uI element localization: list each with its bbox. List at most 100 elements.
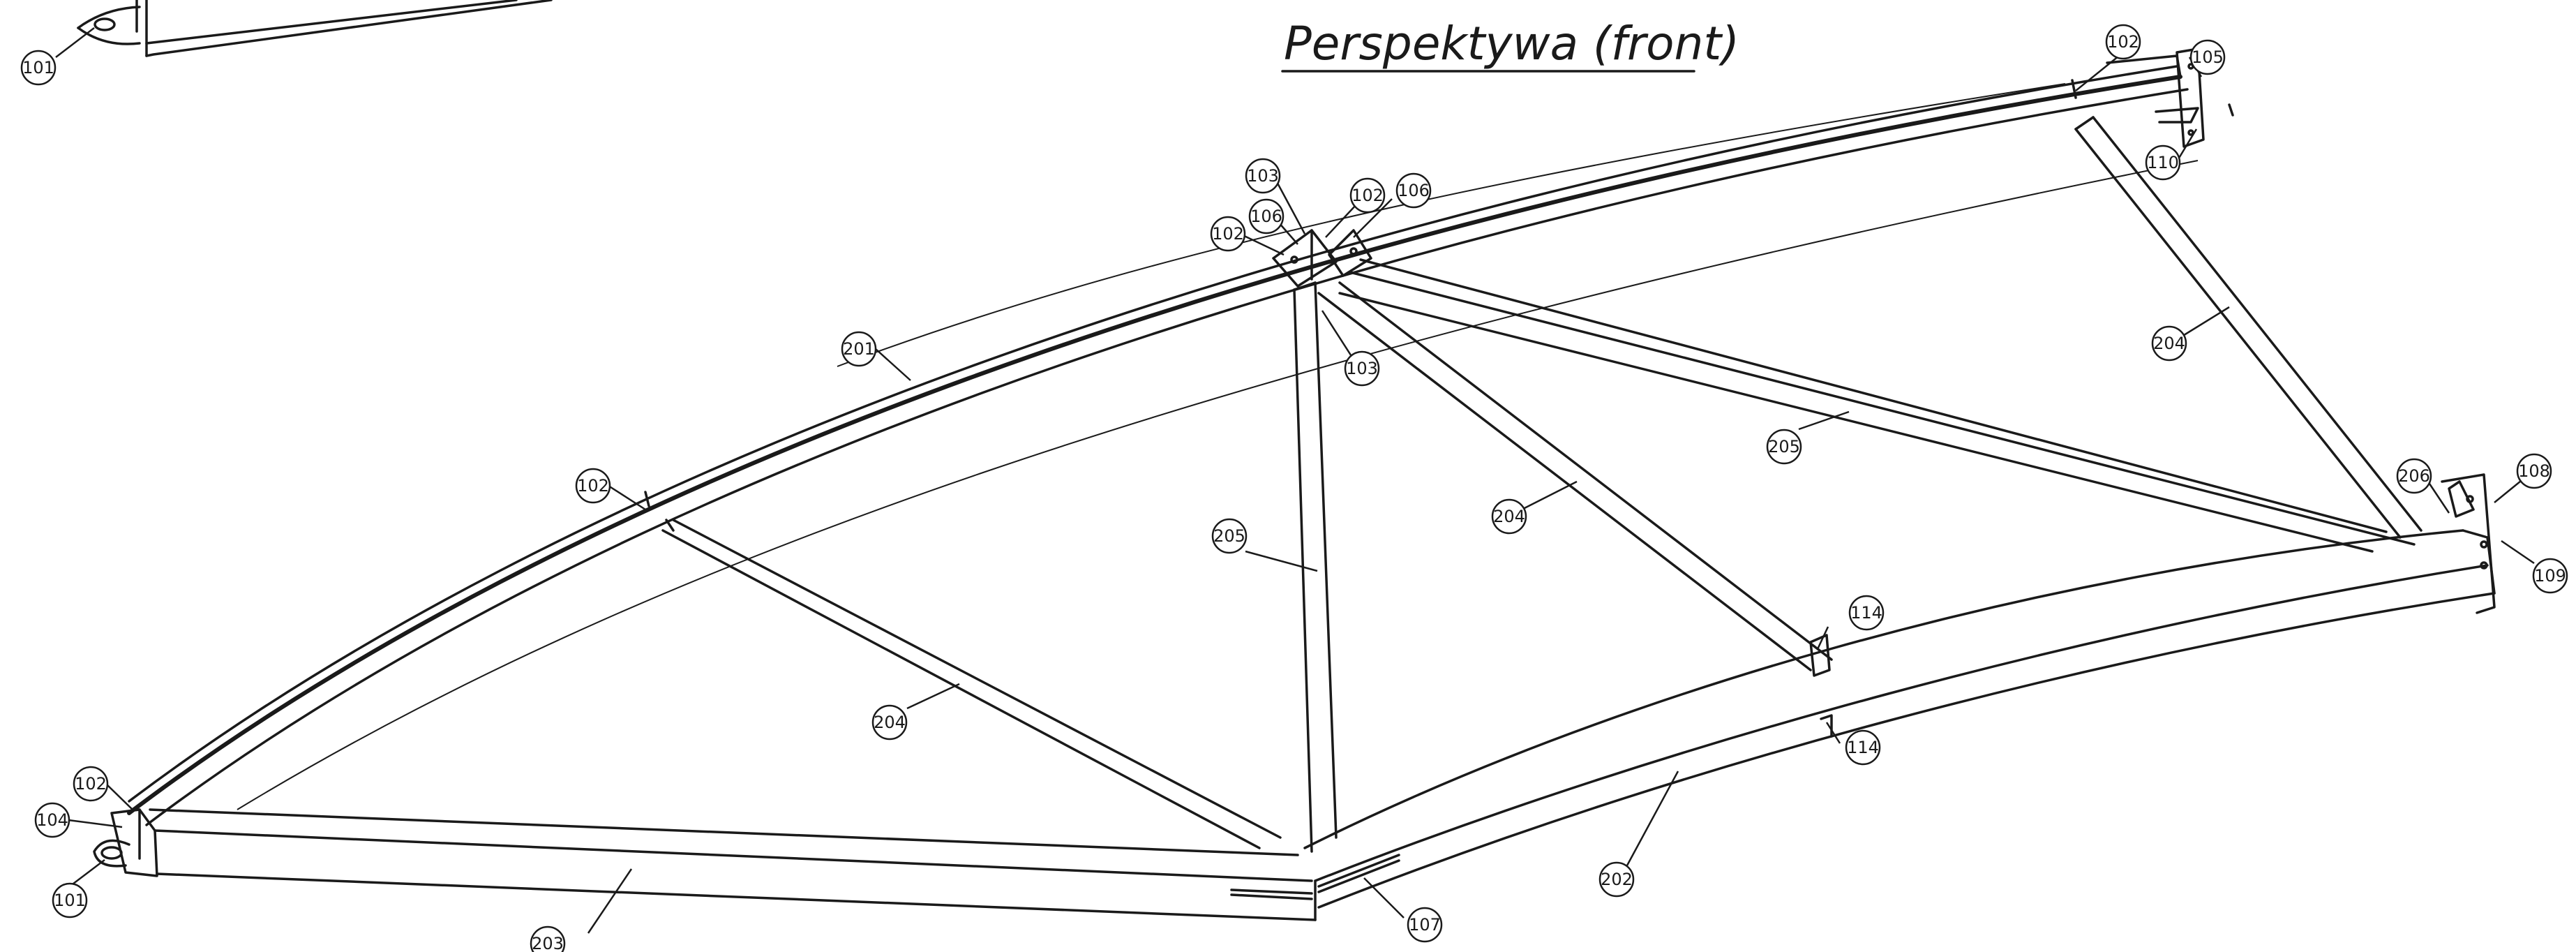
callout-label: 204 <box>2153 334 2185 353</box>
callout-circle <box>871 704 908 741</box>
right-bottom-bracket <box>2441 473 2496 614</box>
callout-balloon-114: 114 <box>1845 729 1881 766</box>
callout-label: 101 <box>22 58 54 77</box>
callout-label: 204 <box>874 713 906 732</box>
inner-arc <box>237 160 2199 810</box>
callout-label: 103 <box>1247 166 1279 186</box>
callout-balloon-107: 107 <box>1407 907 1443 943</box>
callout-balloon-203: 203 <box>530 925 566 952</box>
member-205-diagonal <box>1338 258 2416 553</box>
callout-label: 102 <box>75 774 107 794</box>
callout-label: 101 <box>54 891 86 910</box>
callout-label: 107 <box>1409 915 1441 935</box>
callout-balloon-109: 109 <box>2532 558 2568 594</box>
callout-label: 109 <box>2534 566 2566 586</box>
callout-circle <box>2532 558 2568 594</box>
callout-balloon-104: 104 <box>34 802 70 838</box>
callout-balloon-102: 102 <box>2105 24 2141 60</box>
callout-balloon-102: 102 <box>73 766 109 802</box>
callout-balloon-108: 108 <box>2516 453 2552 489</box>
callout-circle <box>20 50 57 86</box>
bottom-chord-203 <box>149 808 1317 921</box>
slot-plate-107 <box>1230 854 1400 900</box>
partial-top-view <box>77 0 553 57</box>
callout-circle <box>1248 198 1285 235</box>
callout-circle <box>1407 907 1443 943</box>
member-204-right <box>2074 116 2423 539</box>
callout-label: 205 <box>1213 526 1245 546</box>
callout-label: 114 <box>1847 738 1879 757</box>
member-204-center <box>1317 281 1833 671</box>
callout-circle <box>1210 216 1246 252</box>
callout-label: 106 <box>1398 181 1430 200</box>
left-end-plate <box>93 808 158 877</box>
callout-circle <box>34 802 70 838</box>
callout-balloon-101: 101 <box>20 50 57 86</box>
callout-balloon-101: 101 <box>52 882 88 918</box>
callout-label: 104 <box>36 810 68 830</box>
callout-balloon-205: 205 <box>1766 429 1802 465</box>
callout-label: 108 <box>2518 461 2550 481</box>
callout-circle <box>530 925 566 952</box>
callout-circle <box>2189 39 2226 75</box>
callout-label: 114 <box>1850 603 1882 623</box>
callout-balloon-110: 110 <box>2145 144 2181 181</box>
callout-balloon-114: 114 <box>1848 595 1885 631</box>
callout-balloon-102: 102 <box>1210 216 1246 252</box>
reference-marks <box>644 79 2234 507</box>
callout-circle <box>2516 453 2552 489</box>
bottom-chord-202 <box>1303 529 2496 909</box>
callout-circle <box>1845 729 1881 766</box>
callout-circle <box>1491 498 1527 535</box>
callout-label: 102 <box>2107 32 2139 52</box>
callout-circle <box>575 468 611 504</box>
callout-label: 205 <box>1768 437 1800 456</box>
callout-label: 105 <box>2192 47 2224 67</box>
callout-circle <box>2151 325 2187 362</box>
balloon-layer: 101 101 102 102 102 102 102 103 103 104 105 106 106 1… <box>20 24 2568 952</box>
callout-label: 103 <box>1346 359 1378 378</box>
callout-label: 106 <box>1250 207 1282 226</box>
callout-circle <box>73 766 109 802</box>
callout-label: 102 <box>1212 224 1244 244</box>
callout-circle <box>2396 458 2432 494</box>
callout-balloon-106: 106 <box>1395 172 1432 209</box>
callout-balloon-201: 201 <box>841 331 877 367</box>
callout-circle <box>1349 177 1386 214</box>
top-chord-201 <box>127 54 2189 826</box>
callout-label: 206 <box>2398 466 2430 486</box>
callout-circle <box>2105 24 2141 60</box>
member-205-vertical <box>1293 281 1338 853</box>
callout-balloon-202: 202 <box>1598 861 1635 898</box>
callout-balloon-103: 103 <box>1245 158 1281 194</box>
callout-circle <box>1395 172 1432 209</box>
callout-balloon-204: 204 <box>2151 325 2187 362</box>
leader-lines <box>55 27 2535 934</box>
callout-circle <box>1344 350 1380 387</box>
callout-circle <box>1211 518 1248 554</box>
callout-label: 201 <box>843 339 875 359</box>
callout-balloon-206: 206 <box>2396 458 2432 494</box>
callout-circle <box>1245 158 1281 194</box>
callout-balloon-102: 102 <box>575 468 611 504</box>
callout-circle <box>2145 144 2181 181</box>
callout-label: 203 <box>532 934 564 952</box>
crown-gusset-plates <box>1272 229 1372 288</box>
callout-circle <box>1598 861 1635 898</box>
callout-label: 102 <box>577 476 609 496</box>
callout-balloon-102: 102 <box>1349 177 1386 214</box>
right-top-bracket <box>2155 47 2205 148</box>
callout-circle <box>1848 595 1885 631</box>
view-title: Perspektywa (front) <box>1284 17 1739 70</box>
callout-label: 102 <box>1351 186 1384 205</box>
callout-balloon-103: 103 <box>1344 350 1380 387</box>
callout-label: 204 <box>1493 507 1525 526</box>
callout-balloon-106: 106 <box>1248 198 1285 235</box>
callout-balloon-105: 105 <box>2189 39 2226 75</box>
callout-circle <box>1766 429 1802 465</box>
callout-balloon-204: 204 <box>871 704 908 741</box>
callout-circle <box>841 331 877 367</box>
member-204-left <box>661 519 1282 849</box>
callout-label: 110 <box>2147 153 2179 172</box>
